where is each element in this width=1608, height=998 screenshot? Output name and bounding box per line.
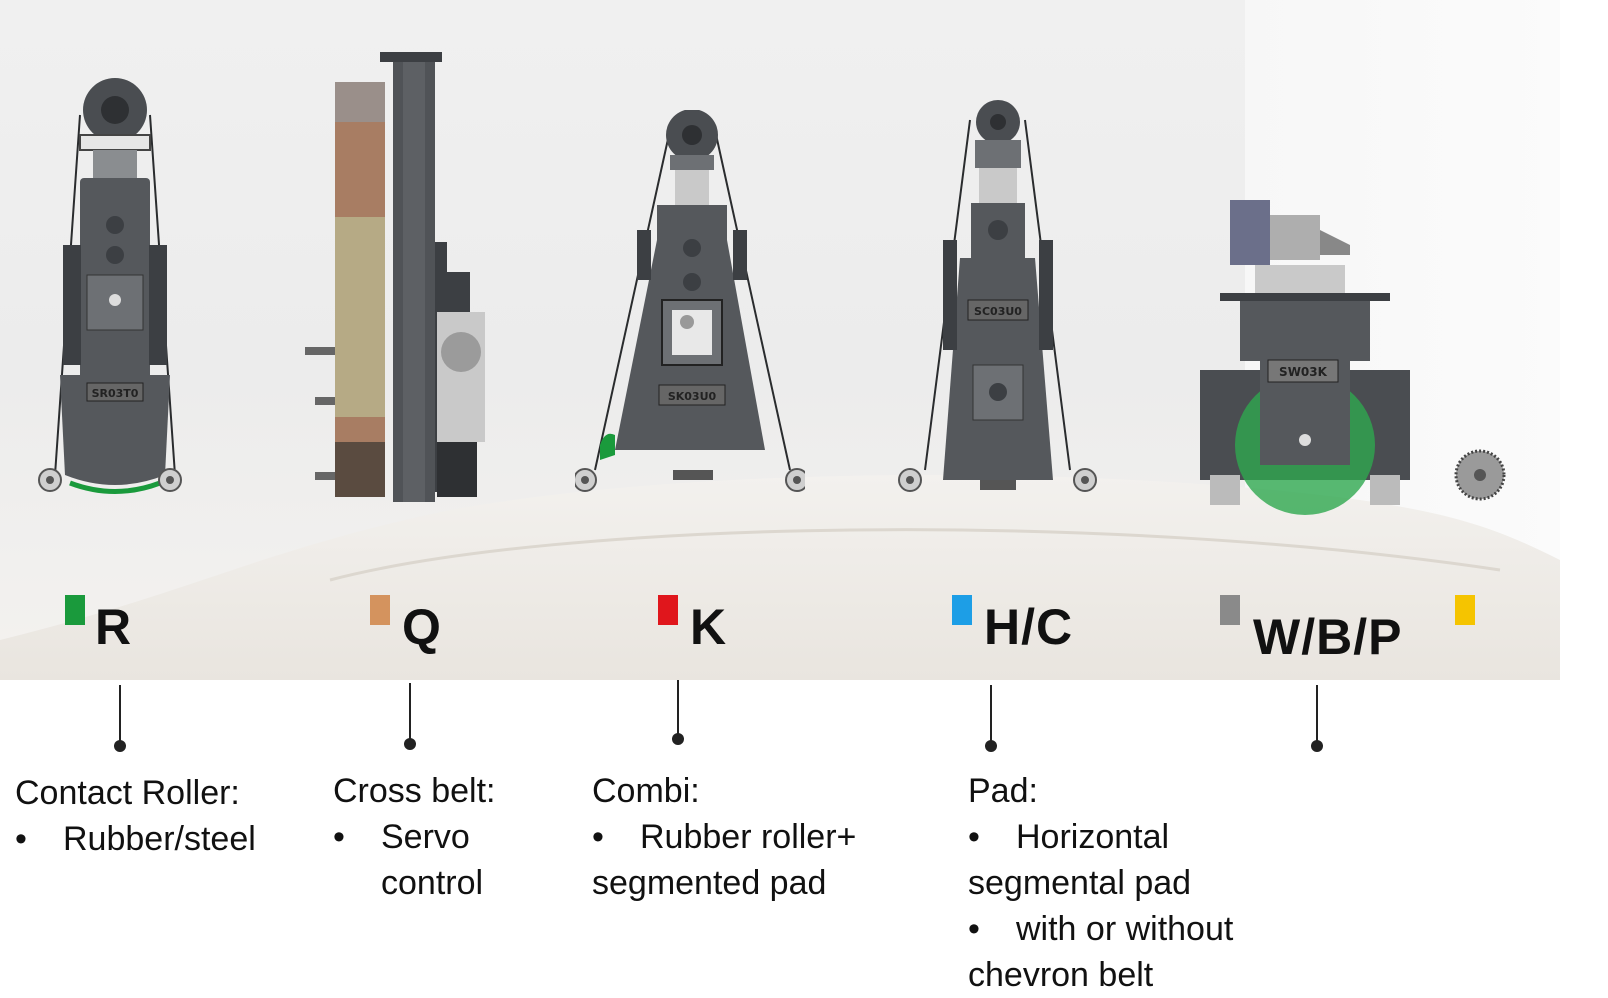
- desc-k: Combi: •Rubber roller+ segmented pad: [592, 768, 856, 906]
- desc-k-line-2: segmented pad: [592, 864, 827, 902]
- desc-r-heading: Contact Roller:: [15, 774, 240, 812]
- code-r: R: [95, 599, 133, 655]
- desc-hc: Pad: •Horizontal segmental pad •with or …: [968, 768, 1233, 998]
- connector-dot-r: [114, 740, 126, 752]
- machine-hc-pad: SC03U0: [898, 100, 1097, 492]
- product-render-stage: SR03T0: [0, 0, 1560, 680]
- machine-hc-badge: SC03U0: [974, 305, 1022, 318]
- connector-k: [677, 680, 679, 738]
- chip-k: [658, 595, 678, 625]
- connector-dot-hc: [985, 740, 997, 752]
- machine-k-badge: SK03U0: [668, 390, 717, 403]
- desc-q: Cross belt: •Servo control: [333, 768, 496, 906]
- desc-hc-line-1: •Horizontal: [968, 818, 1170, 856]
- code-q: Q: [402, 599, 442, 655]
- connector-q: [409, 683, 411, 743]
- desc-k-heading: Combi:: [592, 772, 700, 810]
- wire-brush-icon: [1454, 449, 1506, 501]
- desc-r-line-1: •Rubber/steel: [15, 820, 256, 858]
- machine-wbp-badge: SW03K: [1279, 365, 1328, 379]
- chip-wbp-2: [1455, 595, 1475, 625]
- chip-q: [370, 595, 390, 625]
- code-hc: H/C: [984, 599, 1074, 655]
- desc-q-heading: Cross belt:: [333, 772, 496, 810]
- desc-hc-heading: Pad:: [968, 772, 1038, 810]
- code-k: K: [690, 599, 728, 655]
- chip-hc: [952, 595, 972, 625]
- desc-hc-line-2: segmental pad: [968, 864, 1192, 902]
- connector-dot-k: [672, 733, 684, 745]
- desc-hc-line-4: chevron belt: [968, 956, 1154, 994]
- connector-wbp: [1316, 685, 1318, 745]
- machine-q-cross-belt: [305, 52, 485, 502]
- desc-k-line-1: •Rubber roller+: [592, 818, 857, 856]
- machine-k-combi: SK03U0: [575, 110, 805, 492]
- connector-dot-q: [404, 738, 416, 750]
- chip-r: [65, 595, 85, 625]
- machine-r-contact-roller: SR03T0: [38, 78, 182, 494]
- desc-q-line-2: control: [381, 864, 484, 902]
- floor-platform: [0, 474, 1560, 680]
- connector-hc: [990, 685, 992, 745]
- connector-r: [119, 685, 121, 745]
- code-wbp: W/B/P: [1253, 609, 1403, 665]
- desc-r: Contact Roller: •Rubber/steel: [15, 770, 256, 862]
- desc-hc-line-3: •with or without: [968, 910, 1234, 948]
- chip-wbp: [1220, 595, 1240, 625]
- connector-dot-wbp: [1311, 740, 1323, 752]
- desc-q-line-1: •Servo: [333, 818, 470, 856]
- machine-r-badge: SR03T0: [92, 387, 139, 400]
- machine-wbp: SW03K: [1200, 200, 1506, 515]
